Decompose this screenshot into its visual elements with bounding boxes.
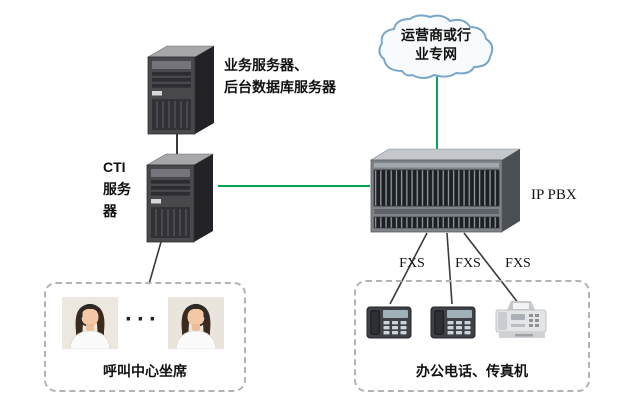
ip-pbx-label: IP PBX bbox=[531, 187, 577, 203]
cti-server-label: CTI 服务 器 bbox=[103, 156, 131, 222]
fxs-label-1: FXS bbox=[399, 256, 425, 271]
call-center-label: 呼叫中心坐席 bbox=[103, 363, 187, 379]
cti-server-label-line2: 服务 bbox=[103, 181, 131, 197]
call-center-agent-photo-1 bbox=[62, 297, 118, 349]
office-phone-icon-2 bbox=[430, 302, 476, 342]
cloud-icon bbox=[372, 13, 500, 83]
fxs-label-2: FXS bbox=[455, 256, 481, 271]
business-server-label: 业务服务器、 后台数据库服务器 bbox=[224, 54, 336, 98]
office-phone-icon-1 bbox=[366, 302, 412, 342]
business-server-label-line1: 业务服务器、 bbox=[224, 57, 308, 73]
business-server-label-line2: 后台数据库服务器 bbox=[224, 79, 336, 95]
call-center-group-box bbox=[44, 282, 246, 392]
ip-pbx-icon bbox=[368, 147, 522, 235]
cti-server-icon bbox=[141, 152, 215, 244]
office-devices-label: 办公电话、传真机 bbox=[416, 363, 528, 379]
office-devices-group-box bbox=[354, 280, 590, 392]
call-center-agent-photo-2 bbox=[168, 297, 224, 349]
link-cti-callcenter bbox=[148, 241, 162, 285]
agents-ellipsis: ··· bbox=[125, 306, 161, 333]
cloud-label-line2: 业专网 bbox=[415, 46, 457, 62]
fax-machine-icon bbox=[492, 300, 550, 342]
fxs-label-3: FXS bbox=[505, 256, 531, 271]
cti-server-label-line3: 器 bbox=[103, 203, 117, 219]
cti-server-label-line1: CTI bbox=[103, 159, 126, 175]
cloud-label-line1: 运营商或行 bbox=[401, 27, 471, 43]
cloud-label: 运营商或行 业专网 bbox=[372, 26, 500, 64]
business-server-icon bbox=[142, 44, 216, 136]
